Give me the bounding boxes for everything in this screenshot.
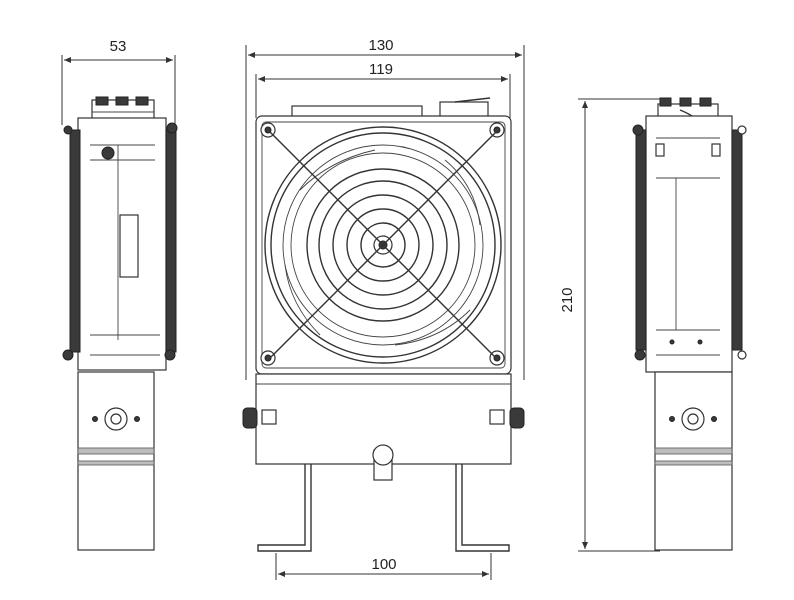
dimension-label-210: 210 [559,287,576,312]
dimension-total-height: 210 [559,98,660,552]
dimension-label-53: 53 [110,38,127,55]
dimension-label-100: 100 [371,556,396,573]
dimension-label-130: 130 [368,37,393,54]
front-view: 130 119 [242,37,525,580]
dimension-front-total-width: 130 [245,37,525,380]
dimension-side-depth: 53 [61,38,176,125]
left-side-view: 53 [61,38,178,551]
dimension-front-fan-width: 119 [255,61,511,118]
right-side-view: 210 [559,97,747,552]
dimension-label-119: 119 [369,61,393,78]
dimension-base-width: 100 [275,553,492,580]
